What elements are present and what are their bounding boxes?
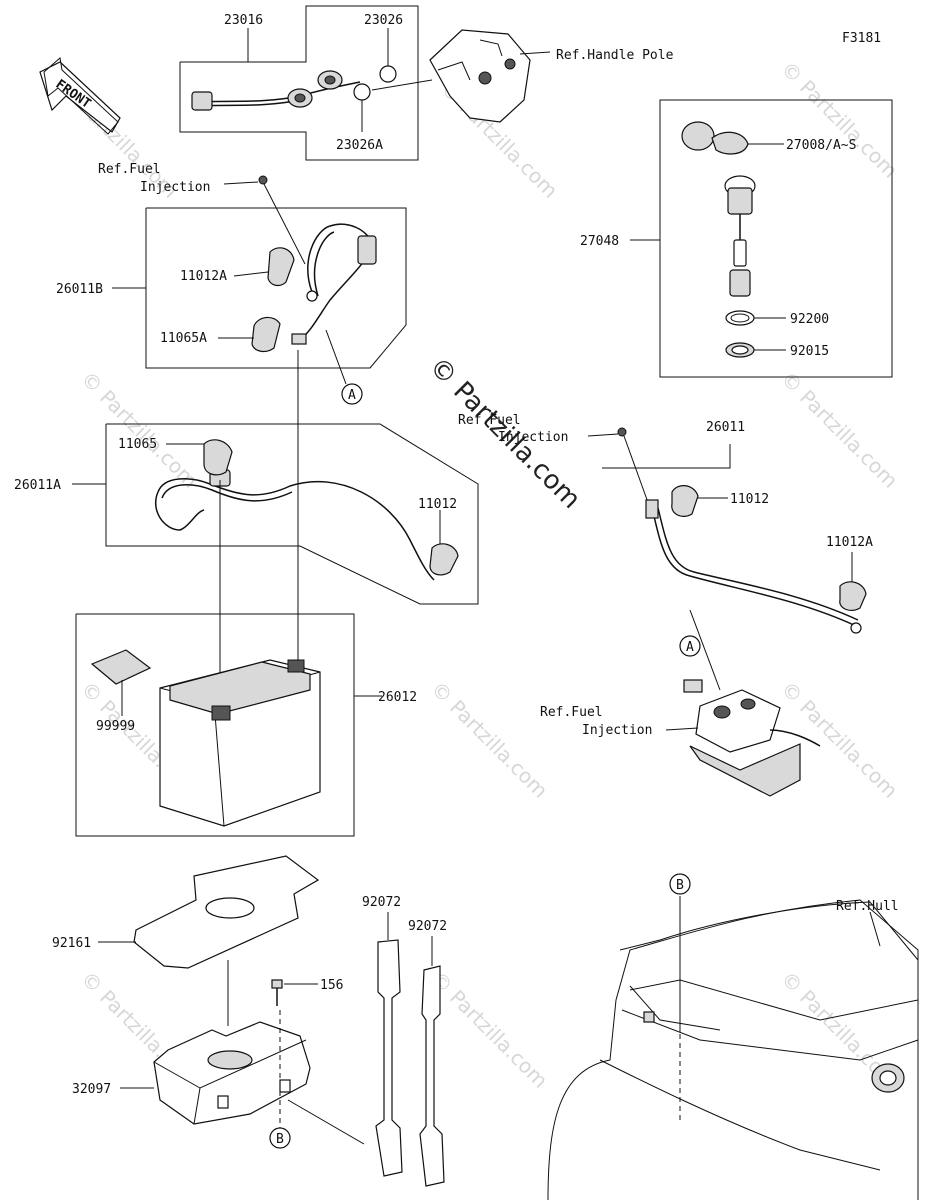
watermark-text: © Partzilla.com	[426, 677, 552, 803]
label-ref-fuel-injection-3b: Injection	[582, 723, 652, 738]
ref-marker-A-1: A	[348, 388, 356, 403]
label-26011: 26011	[706, 420, 745, 435]
ignition-switch-group	[630, 99, 893, 378]
label-26012: 26012	[378, 690, 417, 705]
watermark-text: © Partzilla.com	[426, 967, 552, 1093]
label-23026: 23026	[364, 13, 403, 28]
label-92072-a: 92072	[362, 895, 401, 910]
label-92200: 92200	[790, 312, 829, 327]
cable-26011-group	[587, 427, 867, 797]
label-92072-b: 92072	[408, 919, 447, 934]
label-ref-fuel-injection-1a: Ref.Fuel	[98, 162, 161, 177]
battery-strap-group	[375, 912, 445, 1187]
battery-group	[75, 613, 382, 837]
label-11065A: 11065A	[160, 331, 207, 346]
ref-marker-B-2: B	[676, 878, 684, 893]
label-11012-right: 11012	[730, 492, 769, 507]
label-26011A: 26011A	[14, 478, 61, 493]
label-92161: 92161	[52, 936, 91, 951]
label-11065: 11065	[118, 437, 157, 452]
label-11012-left: 11012	[418, 497, 457, 512]
label-ref-fuel-injection-1b: Injection	[140, 180, 210, 195]
label-99999: 99999	[96, 719, 135, 734]
label-156: 156	[320, 978, 343, 993]
label-ref-hull: Ref.Hull	[836, 899, 899, 914]
label-27048: 27048	[580, 234, 619, 249]
ref-marker-B-1: B	[276, 1132, 284, 1147]
fuel-injection-nut	[258, 175, 268, 185]
label-11012A-right: 11012A	[826, 535, 873, 550]
label-26011B: 26011B	[56, 282, 103, 297]
switch-assembly-group	[179, 5, 551, 161]
cable-26011B-group	[112, 183, 407, 405]
front-arrow: FRONT	[39, 57, 121, 135]
hull-group	[547, 873, 919, 1200]
label-ref-fuel-injection-3a: Ref.Fuel	[540, 705, 603, 720]
watermark-text: © Partzilla.com	[76, 367, 202, 493]
label-ref-fuel-injection-2a: Ref.Fuel	[458, 413, 521, 428]
label-ref-fuel-injection-2b: Injection	[498, 430, 568, 445]
watermark-text: © Partzilla.com	[776, 367, 902, 493]
ref-marker-A-2: A	[686, 640, 694, 655]
battery-case-group	[120, 979, 365, 1149]
label-27008: 27008/A~S	[786, 138, 856, 153]
label-23026A: 23026A	[336, 138, 383, 153]
label-11012A-top: 11012A	[180, 269, 227, 284]
figure-code: F3181	[842, 31, 881, 46]
label-92015: 92015	[790, 344, 829, 359]
label-23016: 23016	[224, 13, 263, 28]
watermark-text: © Partzilla.com	[776, 677, 902, 803]
battery-mat-group	[98, 855, 320, 1026]
label-32097: 32097	[72, 1082, 111, 1097]
label-ref-handle-pole: Ref.Handle Pole	[556, 48, 674, 63]
cable-26011A-group	[72, 423, 479, 605]
watermark-text: © Partzilla.com	[776, 57, 902, 183]
